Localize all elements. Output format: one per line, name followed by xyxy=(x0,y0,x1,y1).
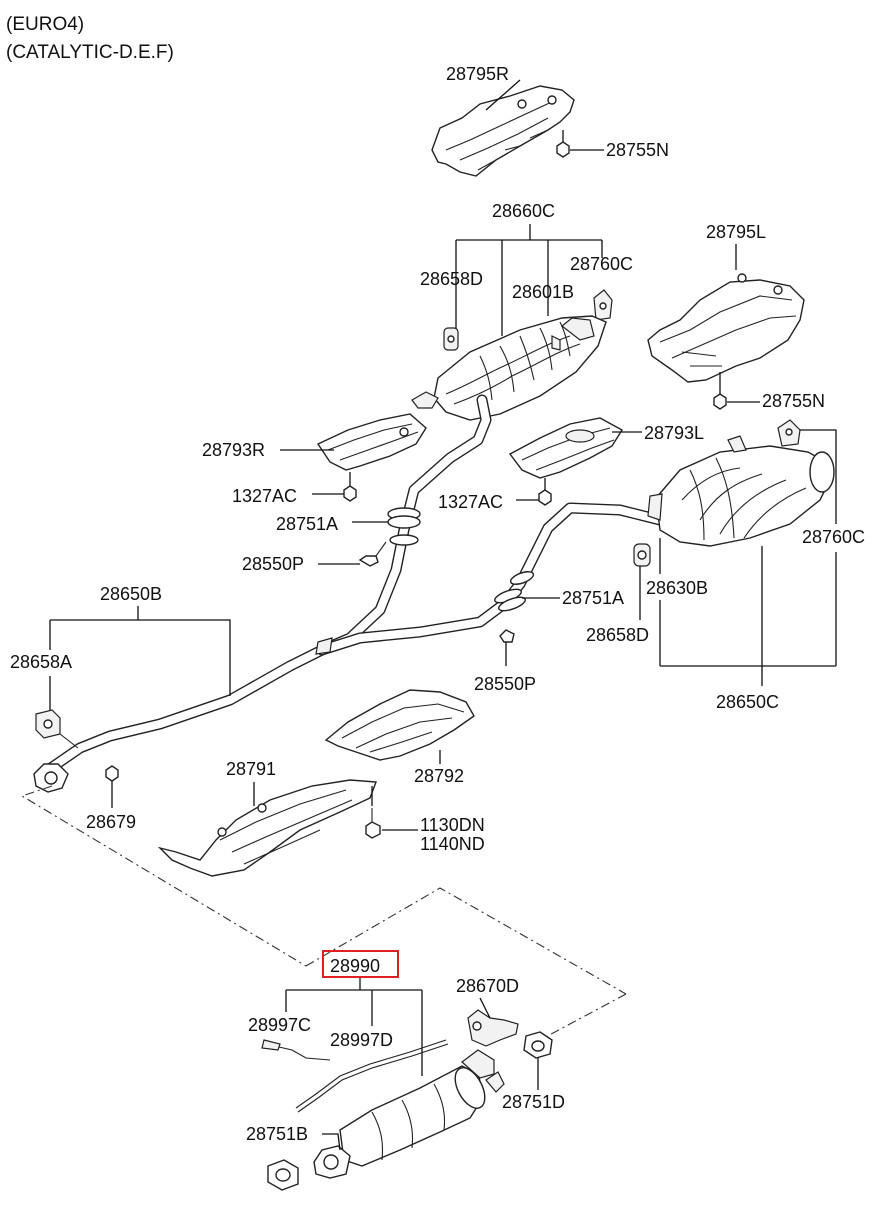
heat-shield-28793R[interactable] xyxy=(316,413,427,471)
heat-shield-28792[interactable] xyxy=(324,689,475,761)
label-28795L[interactable]: 28795L xyxy=(706,222,766,242)
heat-shield-28793L[interactable] xyxy=(508,417,623,479)
gasket-28751D[interactable] xyxy=(523,1031,553,1090)
leader-bracket-28660C xyxy=(455,224,603,336)
label-28751B[interactable]: 28751B xyxy=(246,1124,308,1144)
bolt-1130DN[interactable] xyxy=(365,808,381,839)
label-28658A[interactable]: 28658A xyxy=(10,652,72,672)
sensor-pipe-28997D[interactable] xyxy=(295,1039,449,1113)
sensor-28550P-left[interactable] xyxy=(358,541,387,567)
heat-shield-28791[interactable] xyxy=(157,779,377,877)
label-28751D[interactable]: 28751D xyxy=(502,1092,565,1112)
label-28997D[interactable]: 28997D xyxy=(330,1030,393,1050)
label-28550P-mid[interactable]: 28550P xyxy=(474,674,536,694)
hanger-28760C-top[interactable] xyxy=(593,289,613,321)
header-line-1: (EURO4) xyxy=(6,14,84,35)
label-1140ND[interactable]: 1140ND xyxy=(420,834,485,854)
dashdot-link-rear xyxy=(539,993,627,1041)
label-1130DN[interactable]: 1130DN xyxy=(420,815,485,835)
nut-1327AC-left[interactable] xyxy=(343,472,357,502)
label-28751A-left[interactable]: 28751A xyxy=(276,514,338,534)
leader-bracket-28990 xyxy=(285,978,423,1076)
leader-bracket-28650B xyxy=(49,606,231,696)
sensor-28550P-mid[interactable] xyxy=(499,629,515,666)
nut-28679[interactable] xyxy=(105,765,119,808)
label-28550P-left[interactable]: 28550P xyxy=(242,554,304,574)
label-28650C[interactable]: 28650C xyxy=(716,692,779,712)
highlight-box-28990 xyxy=(322,950,399,978)
heat-shield-28795L[interactable] xyxy=(647,273,805,383)
label-28658D-top[interactable]: 28658D xyxy=(420,269,483,289)
gasket-28751A-right[interactable] xyxy=(493,569,535,613)
label-28660C[interactable]: 28660C xyxy=(492,201,555,221)
label-28650B[interactable]: 28650B xyxy=(100,584,162,604)
label-28760C-top[interactable]: 28760C xyxy=(570,254,633,274)
label-28755N-right[interactable]: 28755N xyxy=(762,391,825,411)
center-muffler[interactable] xyxy=(411,315,607,421)
label-28793L[interactable]: 28793L xyxy=(644,423,704,443)
label-28755N-top[interactable]: 28755N xyxy=(606,140,669,160)
label-28751A-right[interactable]: 28751A xyxy=(562,588,624,608)
label-28760C-right[interactable]: 28760C xyxy=(802,527,865,547)
dpf-catalytic-converter[interactable] xyxy=(313,1049,505,1179)
label-28793R[interactable]: 28793R xyxy=(202,440,265,460)
label-1327AC-mid[interactable]: 1327AC xyxy=(438,492,503,512)
label-28792[interactable]: 28792 xyxy=(414,766,464,786)
flange-front[interactable] xyxy=(33,763,69,793)
label-28791[interactable]: 28791 xyxy=(226,759,276,779)
label-28630B[interactable]: 28630B xyxy=(646,578,708,598)
gasket-28751A-left[interactable] xyxy=(387,507,421,546)
bracket-28670D[interactable] xyxy=(467,997,519,1047)
hanger-rubber-28658D-top[interactable] xyxy=(443,327,459,351)
hanger-28760C-right[interactable] xyxy=(777,419,801,447)
nut-1327AC-mid[interactable] xyxy=(538,478,552,506)
label-28795R[interactable]: 28795R xyxy=(446,64,509,84)
hanger-rubber-28630B[interactable] xyxy=(633,543,651,567)
header-line-2: (CATALYTIC-D.E.F) xyxy=(6,42,174,63)
label-28990[interactable]: 28990 xyxy=(330,956,380,976)
label-28658D-right[interactable]: 28658D xyxy=(586,625,649,645)
heat-shield-28795R[interactable] xyxy=(431,85,575,177)
leader-bracket-28650C xyxy=(660,546,836,686)
leader-28751B xyxy=(322,1133,341,1151)
gasket-28751B[interactable] xyxy=(267,1159,299,1191)
label-28679[interactable]: 28679 xyxy=(86,812,136,832)
sensor-hose-28997C[interactable] xyxy=(261,1039,331,1061)
label-1327AC-left[interactable]: 1327AC xyxy=(232,486,297,506)
leader-28760C-right xyxy=(800,429,837,666)
dashdot-link-front xyxy=(20,785,307,967)
dashdot-link-mid xyxy=(305,887,627,995)
label-28997C[interactable]: 28997C xyxy=(248,1015,311,1035)
rear-muffler[interactable] xyxy=(647,435,835,547)
label-28670D[interactable]: 28670D xyxy=(456,976,519,996)
nut-28755N-right[interactable] xyxy=(713,372,727,410)
nut-28755N-top[interactable] xyxy=(556,130,570,158)
label-28601B[interactable]: 28601B xyxy=(512,282,574,302)
hanger-rubber-28658A[interactable] xyxy=(35,709,79,749)
leader-28795R xyxy=(485,79,521,111)
